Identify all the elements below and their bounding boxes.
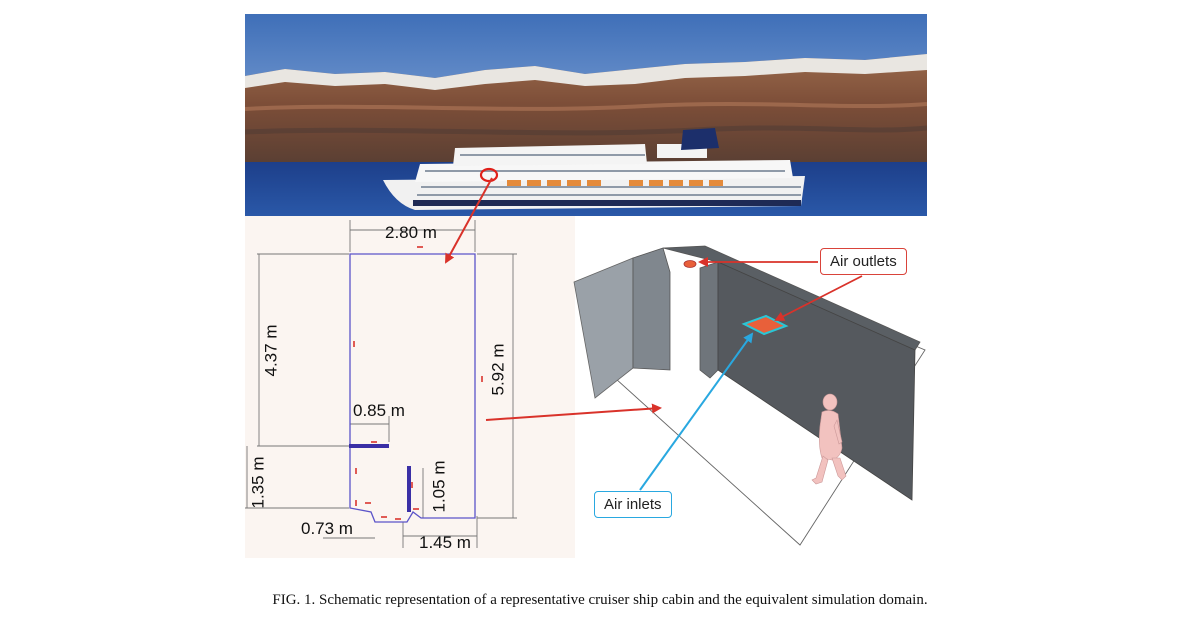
cruise-ship-photo — [245, 14, 927, 216]
dim-height-lower: 1.35 m — [248, 456, 268, 509]
dim-width-top: 2.80 m — [385, 223, 437, 242]
air-outlets-label: Air outlets — [820, 248, 907, 275]
dim-wall-height: 1.05 m — [429, 460, 449, 513]
air-inlet-vent — [741, 314, 789, 336]
dim-height-total: 5.92 m — [488, 343, 508, 396]
dim-height-upper: 4.37 m — [261, 324, 281, 377]
dim-offset-left: 0.73 m — [301, 519, 353, 538]
closet-block — [632, 247, 671, 371]
floor-plan-drawing — [245, 220, 517, 548]
figure-caption: FIG. 1. Schematic representation of a re… — [272, 592, 928, 608]
left-wall — [573, 257, 634, 399]
ceiling-strip — [662, 245, 921, 351]
air-inlets-label: Air inlets — [594, 491, 672, 518]
person-icon — [811, 393, 847, 485]
cabin-floor-plan: 2.80 m 4.37 m 5.92 m 0.85 m 1.35 m 1.05 … — [245, 216, 575, 558]
simulation-domain-3d — [573, 245, 926, 546]
air-outlet-vent — [683, 260, 697, 268]
dim-partition-width: 0.85 m — [353, 401, 405, 420]
dim-width-bottom: 1.45 m — [419, 533, 471, 552]
door-partition — [699, 261, 719, 379]
